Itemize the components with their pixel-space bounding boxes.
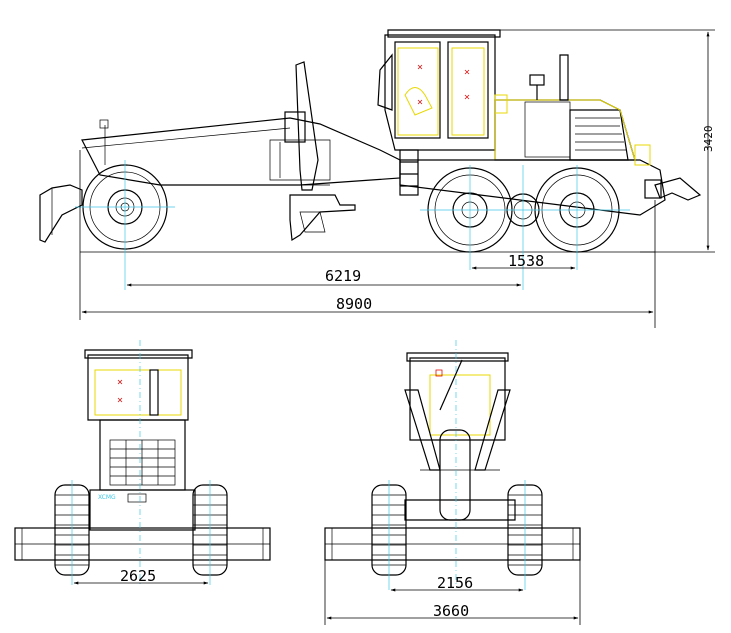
dim-height: 3420 — [702, 126, 715, 153]
rear-view: 2156 3660 — [324, 340, 581, 625]
dim-front-track: 2625 — [120, 567, 156, 585]
dim-wheelbase: 6219 — [325, 267, 361, 285]
side-view: 3420 1538 6219 8900 — [39, 29, 715, 328]
brand-mark: XCMG — [98, 494, 116, 501]
dim-rear-track: 2156 — [437, 574, 473, 592]
dim-total-length: 8900 — [336, 295, 372, 313]
dim-tandem: 1538 — [508, 252, 544, 270]
dim-blade-width: 3660 — [433, 602, 469, 620]
front-view: XCMG 2625 — [14, 340, 271, 585]
